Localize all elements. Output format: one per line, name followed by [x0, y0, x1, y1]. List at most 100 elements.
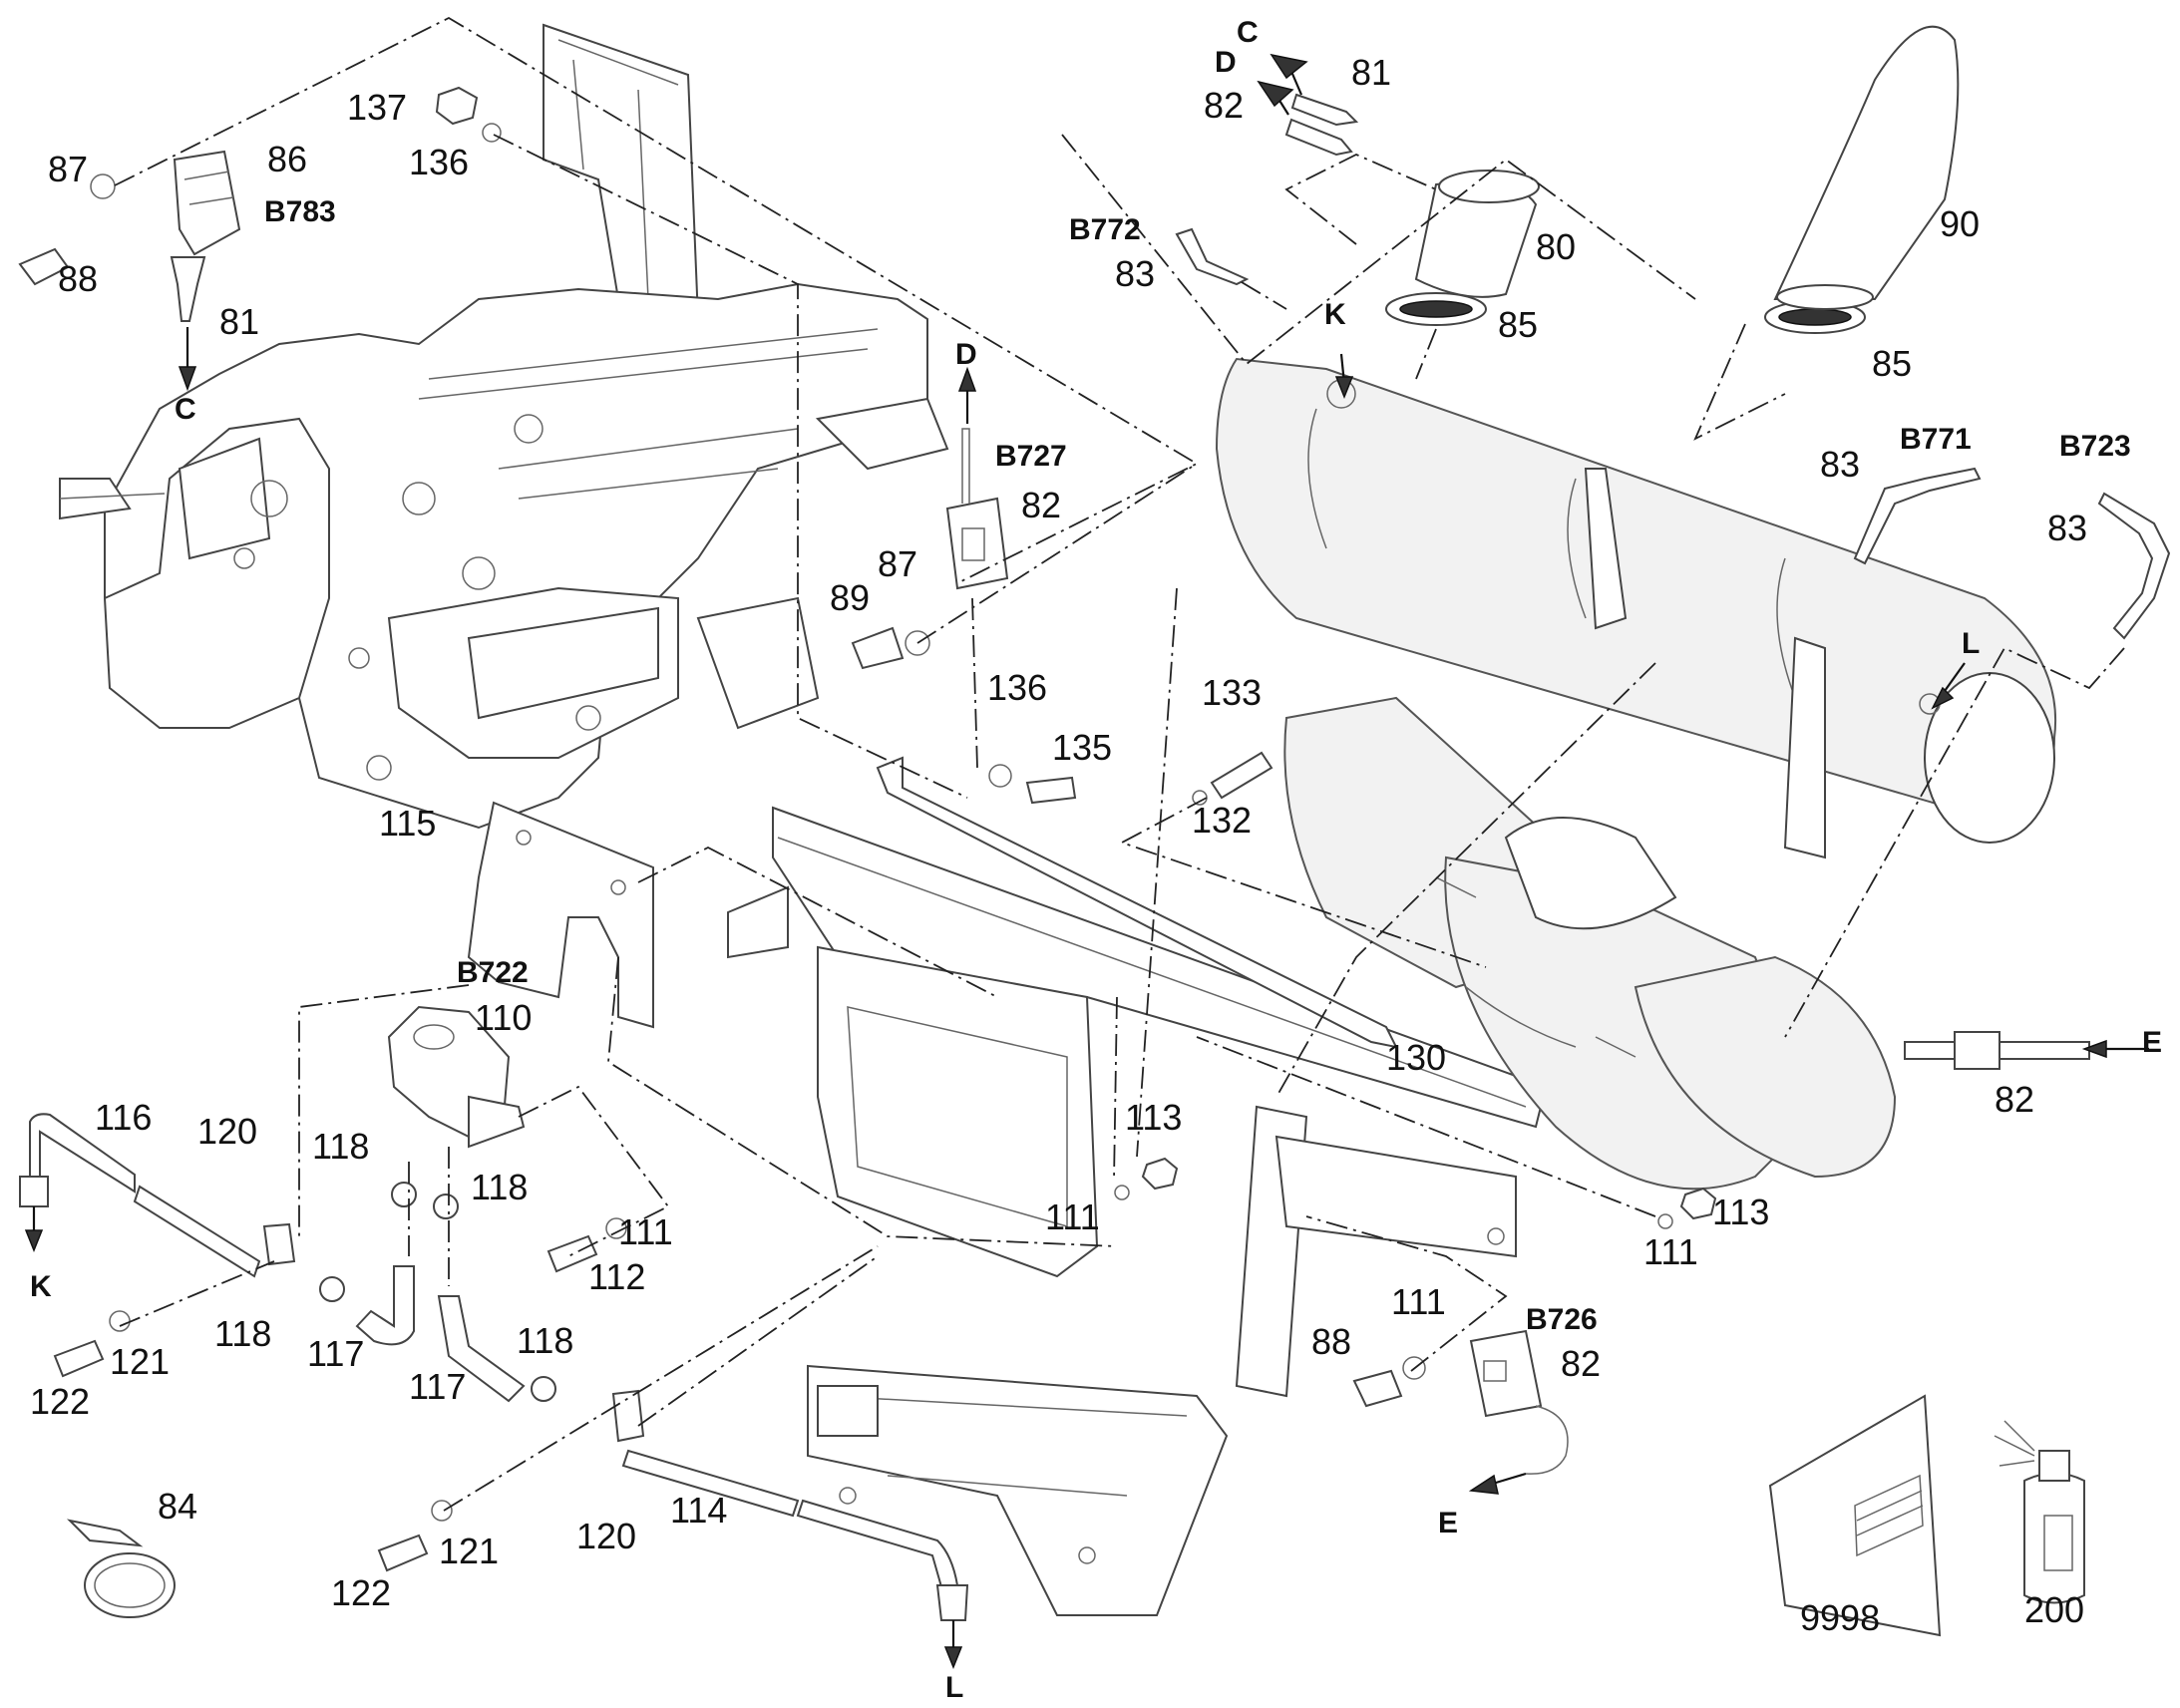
sensor-83-b772 — [1175, 227, 1250, 286]
callout-117a: 117 — [307, 1333, 364, 1374]
callout-111d: 111 — [618, 1211, 673, 1252]
callout-88b: 88 — [1311, 1321, 1351, 1362]
bolt-135 — [988, 764, 1077, 805]
sensor-83-b723 — [2097, 492, 2171, 640]
callout-87b: 87 — [878, 543, 917, 584]
callout-Ka: K — [1324, 298, 1346, 331]
callout-118d: 118 — [517, 1320, 573, 1361]
callout-B726: B726 — [1526, 1303, 1598, 1336]
hose-117-b — [437, 1295, 526, 1403]
callout-112: 112 — [588, 1256, 645, 1297]
callout-89: 89 — [830, 577, 870, 618]
callout-9998: 9998 — [1800, 1597, 1880, 1638]
callout-111a: 111 — [1045, 1196, 1100, 1237]
bracket-120-a — [262, 1222, 296, 1266]
module-82-b727 — [851, 428, 1009, 670]
pipe-80 — [1414, 170, 1540, 298]
tailpipe-90 — [1773, 25, 1960, 310]
callout-136b: 136 — [987, 667, 1047, 708]
clamp-85-a — [1385, 292, 1487, 326]
callout-120b: 120 — [576, 1516, 636, 1556]
hose-114 — [621, 1449, 969, 1621]
callout-115: 115 — [379, 803, 436, 844]
callout-Kb: K — [30, 1270, 52, 1303]
callout-120a: 120 — [197, 1111, 257, 1152]
nut-113-b — [1657, 1187, 1717, 1229]
callout-111b: 111 — [1643, 1231, 1698, 1272]
hose-clamp-118-a — [391, 1182, 417, 1207]
chassis-frame — [59, 23, 949, 830]
callout-111c: 111 — [1391, 1281, 1446, 1322]
callout-133: 133 — [1202, 672, 1262, 713]
ecu-86-b783 — [18, 150, 241, 322]
cable-tie-84 — [66, 1519, 176, 1618]
nut-137 — [435, 86, 502, 143]
callout-83b: 83 — [1820, 444, 1860, 485]
mounting-bracket-frame — [727, 806, 1548, 1616]
callout-121b: 121 — [439, 1531, 499, 1571]
callout-Db: D — [1215, 46, 1237, 79]
callout-110: 110 — [475, 997, 532, 1038]
callout-La: L — [1962, 627, 1980, 660]
callout-113a: 113 — [1125, 1097, 1182, 1138]
sensor-82-right — [1904, 1031, 2090, 1070]
callout-B722: B722 — [457, 956, 529, 989]
hose-clamp-118-d — [531, 1376, 556, 1402]
callout-122a: 122 — [30, 1381, 90, 1422]
callout-86: 86 — [267, 139, 307, 179]
callout-85b: 85 — [1872, 343, 1912, 384]
spray-can-200 — [1994, 1420, 2085, 1604]
callout-118b: 118 — [471, 1167, 528, 1207]
callout-88a: 88 — [58, 258, 98, 299]
bolt-122-b — [377, 1500, 453, 1572]
callout-82a: 82 — [1204, 85, 1244, 126]
callout-116: 116 — [95, 1097, 152, 1138]
callout-113b: 113 — [1712, 1192, 1769, 1232]
hose-clamp-118-b — [433, 1194, 459, 1219]
callout-82c: 82 — [1995, 1079, 2034, 1120]
callout-137: 137 — [347, 87, 407, 128]
callout-Cb: C — [1237, 16, 1259, 49]
callout-90: 90 — [1940, 203, 1980, 244]
callout-Ea: E — [2142, 1026, 2162, 1059]
bracket-120-b — [611, 1389, 645, 1443]
callout-B771: B771 — [1900, 423, 1972, 456]
pressure-sensor-110-b722 — [387, 1005, 526, 1149]
sensor-bar-130 — [876, 756, 1398, 1049]
parts-kit-9998 — [1768, 1394, 1942, 1637]
callout-B783: B783 — [264, 195, 336, 228]
sensor-81-top — [1290, 93, 1359, 127]
module-82-b726 — [1352, 1329, 1569, 1475]
callout-B723: B723 — [2059, 430, 2131, 463]
callout-118a: 118 — [312, 1126, 369, 1167]
exhaust-aftertreatment — [1215, 357, 2057, 1191]
callout-83c: 83 — [2047, 508, 2087, 548]
callout-130: 130 — [1386, 1037, 1446, 1078]
connection-arrows — [24, 53, 2149, 1670]
leader-lines — [114, 16, 2125, 1512]
callout-121a: 121 — [110, 1341, 170, 1382]
plate-115 — [467, 801, 654, 1029]
hose-clamp-118-c — [319, 1276, 345, 1302]
callout-200: 200 — [2024, 1589, 2084, 1630]
hose-117-a — [355, 1265, 415, 1346]
hose-116 — [19, 1113, 261, 1278]
callout-81a: 81 — [219, 301, 259, 342]
callout-82b: 82 — [1021, 485, 1061, 525]
callout-81b: 81 — [1351, 52, 1391, 93]
callout-136a: 136 — [409, 142, 469, 182]
sensor-83-b771 — [1853, 467, 1982, 565]
callout-84: 84 — [158, 1486, 197, 1527]
callout-122b: 122 — [331, 1572, 391, 1613]
callout-Ca: C — [175, 393, 196, 426]
callout-135: 135 — [1052, 727, 1112, 768]
callout-87a: 87 — [48, 149, 88, 189]
callout-Da: D — [955, 338, 977, 371]
callout-82d: 82 — [1561, 1343, 1601, 1384]
sensor-82-top — [1284, 118, 1353, 157]
callout-117b: 117 — [409, 1366, 466, 1407]
callout-132: 132 — [1192, 800, 1252, 841]
callout-83a: 83 — [1115, 253, 1155, 294]
